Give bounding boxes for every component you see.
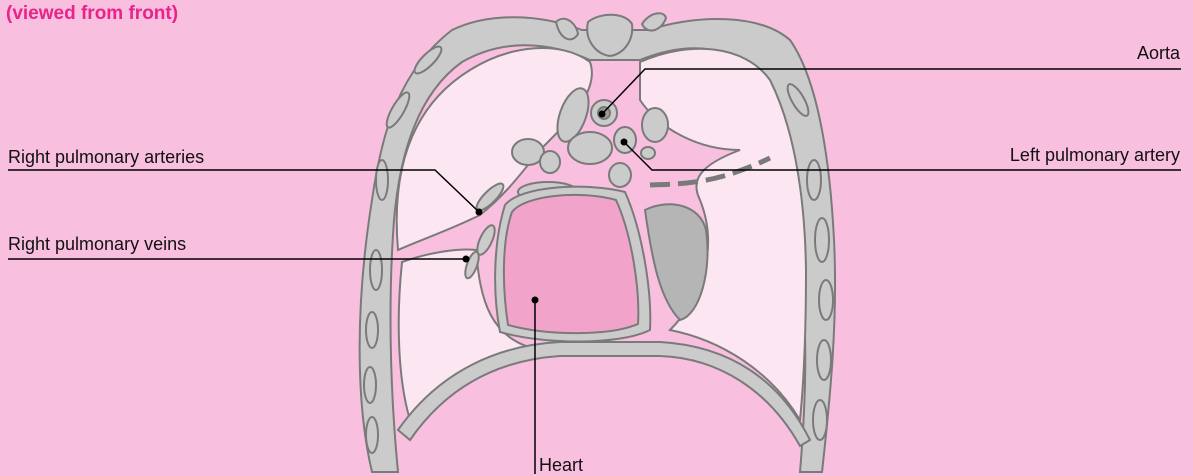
dot-heart bbox=[532, 297, 539, 304]
dot-left-pulmonary-artery bbox=[621, 139, 628, 146]
left-lower-lobe bbox=[645, 204, 708, 320]
dot-right-pulmonary-veins bbox=[463, 256, 470, 263]
heart bbox=[504, 195, 638, 333]
label-aorta: Aorta bbox=[1137, 43, 1180, 63]
label-right-pulmonary-arteries: Right pulmonary arteries bbox=[8, 147, 204, 167]
dot-aorta bbox=[599, 111, 606, 118]
label-heart: Heart bbox=[539, 455, 583, 475]
label-left-pulmonary-artery: Left pulmonary artery bbox=[1010, 145, 1180, 165]
label-right-pulmonary-veins: Right pulmonary veins bbox=[8, 234, 186, 254]
dot-right-pulmonary-arteries bbox=[476, 209, 483, 216]
